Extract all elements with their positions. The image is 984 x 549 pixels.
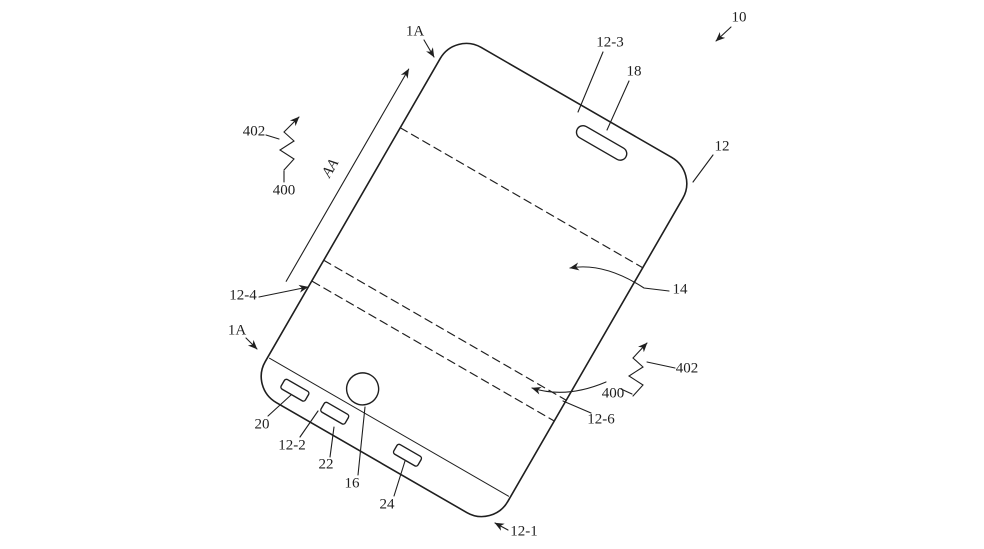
label-24: 24: [380, 496, 396, 512]
section-axis-line-aa: [285, 68, 410, 282]
label-402-right: 402: [676, 360, 699, 376]
leader-12-4: [258, 284, 309, 298]
leader-14-curved: [569, 262, 670, 292]
label-400-right: 400: [602, 385, 625, 401]
leader-16: [357, 406, 366, 476]
label-12-2: 12-2: [278, 437, 306, 453]
device-housing-outline: [260, 42, 688, 518]
leader-12-6: [562, 400, 592, 414]
leader-12-3: [577, 51, 604, 113]
leader-20: [267, 394, 292, 417]
bottom-face-line: [268, 357, 510, 497]
flex-arrow-right: [632, 342, 648, 359]
leader-1a-top: [423, 39, 435, 58]
label-12-4: 12-4: [229, 287, 257, 303]
flex-zigzag-symbol-left: [278, 131, 295, 171]
label-1a-top: 1A: [406, 23, 425, 39]
label-18: 18: [627, 63, 642, 79]
leader-12-1: [494, 522, 509, 531]
leader-12: [692, 154, 714, 183]
label-20: 20: [255, 416, 270, 432]
label-22: 22: [319, 456, 334, 472]
lower-display-region-boundary-dashed-1: [323, 259, 567, 401]
label-14: 14: [673, 281, 689, 297]
label-12-6: 12-6: [587, 411, 615, 427]
upper-display-region-boundary-dashed: [399, 127, 644, 269]
speaker-slot: [575, 125, 628, 161]
leader-402-right: [646, 361, 676, 369]
label-12: 12: [715, 138, 730, 154]
callout-labels: 10 1A 12-3 18 12 402 400 12-4 1A 14 402 …: [228, 9, 747, 539]
leader-10: [715, 26, 732, 42]
leader-24: [393, 460, 406, 497]
label-402-left: 402: [243, 123, 266, 139]
port-component-24: [392, 443, 423, 467]
label-16: 16: [345, 475, 361, 491]
leader-18: [606, 80, 630, 131]
display-pointer-arrow-curved: [531, 381, 607, 395]
home-button: [345, 372, 380, 406]
port-component-20: [280, 378, 310, 402]
leader-1a-bottom: [245, 337, 258, 350]
label-12-3: 12-3: [596, 34, 624, 50]
flex-zigzag-symbol-right: [627, 357, 644, 397]
flex-arrow-left: [283, 116, 300, 133]
label-400-left: 400: [273, 182, 296, 198]
label-aa: AA: [319, 156, 343, 181]
leader-402-left: [265, 134, 280, 140]
leader-12-2: [299, 410, 319, 438]
callout-leaders: [245, 26, 732, 531]
label-10: 10: [732, 9, 747, 25]
label-12-1: 12-1: [510, 523, 538, 539]
label-1a-bottom: 1A: [228, 322, 247, 338]
lower-display-region-boundary-dashed-2: [312, 280, 554, 422]
port-component-22: [320, 401, 350, 425]
leader-22: [329, 426, 335, 458]
leader-400-right: [620, 388, 633, 395]
